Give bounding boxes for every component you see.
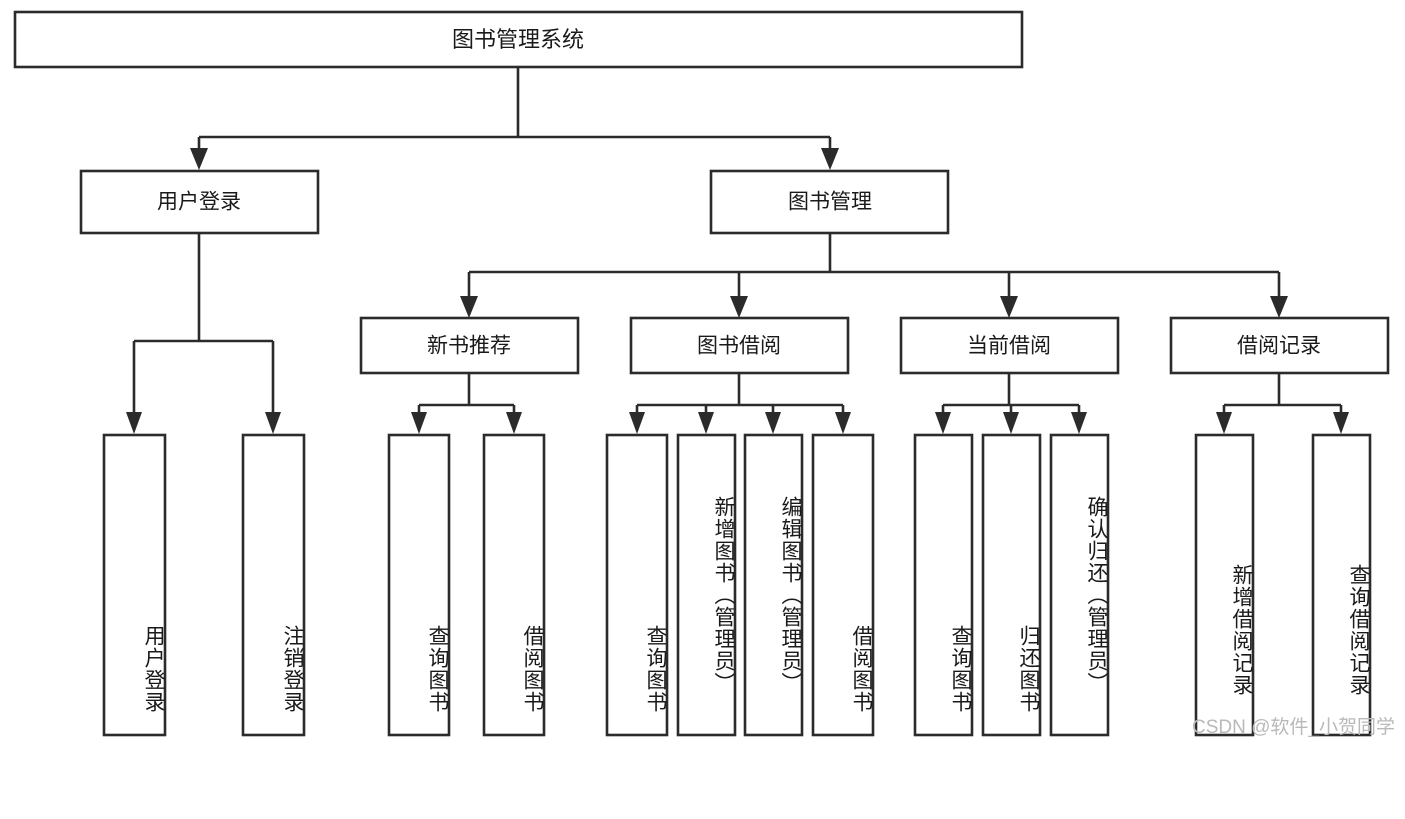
connector-group-user-login-to-leaves (126, 233, 281, 434)
node-book-borrow-box[interactable] (629, 316, 850, 375)
node-current-borrow-box[interactable] (899, 316, 1120, 375)
node-borrow-record-box[interactable] (1169, 316, 1390, 375)
leaf-box-query-book-3[interactable] (913, 433, 974, 737)
leaf-box-query-book-2[interactable] (605, 433, 669, 737)
leaf-box-confirm-return[interactable] (1049, 433, 1110, 737)
arrow-head-leaf-edit-book (765, 412, 781, 434)
node-current-borrow-label: 当前借阅 (967, 335, 1051, 358)
node-new-book-rec[interactable]: 新书推荐 (359, 316, 580, 375)
connector-group-book-manage-to-level3 (460, 233, 1288, 318)
node-user-login-box[interactable] (79, 169, 320, 235)
org-chart-svg: 图书管理系统 用户登录 图书管理 新书推荐 图书借阅 当前借阅 借阅记录 (13, 10, 1390, 737)
arrow-head-leaf-borrow-book-2 (835, 412, 851, 434)
arrow-head-leaf-user-logout (265, 412, 281, 434)
node-new-book-rec-label: 新书推荐 (427, 335, 511, 358)
arrow-head-leaf-add-book (698, 412, 714, 434)
connector-group-book-borrow-to-leaves (629, 373, 851, 434)
leaf-box-query-book-1[interactable] (387, 433, 451, 737)
arrow-head-user-login (190, 148, 208, 170)
node-user-login-label: 用户登录 (157, 191, 241, 214)
arrow-head-leaf-confirm-return (1071, 412, 1087, 434)
leaf-box-borrow-book-1[interactable] (482, 433, 546, 737)
arrow-head-leaf-query-book-2 (629, 412, 645, 434)
node-book-borrow-label: 图书借阅 (697, 335, 781, 358)
arrow-head-current-borrow (1000, 296, 1018, 318)
diagram-canvas-container: 图书管理系统 用户登录 图书管理 新书推荐 图书借阅 当前借阅 借阅记录 (13, 10, 1395, 738)
node-book-borrow[interactable]: 图书借阅 (629, 316, 850, 375)
leaf-box-add-book[interactable] (676, 433, 737, 737)
leaf-box-edit-book[interactable] (743, 433, 804, 737)
node-root[interactable]: 图书管理系统 (13, 10, 1024, 69)
connector-group-root-to-level2 (190, 67, 839, 170)
arrow-head-book-manage (821, 148, 839, 170)
node-book-manage-label: 图书管理 (788, 191, 872, 214)
node-root-label: 图书管理系统 (452, 27, 584, 52)
leaf-box-user-login[interactable] (102, 433, 167, 737)
arrow-head-leaf-query-book-1 (411, 412, 427, 434)
leaf-boxes-group (102, 433, 1372, 737)
arrow-head-leaf-borrow-book-1 (506, 412, 522, 434)
connector-group-current-borrow-to-leaves (935, 373, 1087, 434)
leaf-box-return-book[interactable] (981, 433, 1042, 737)
arrow-head-leaf-query-book-3 (935, 412, 951, 434)
watermark-text: CSDN @软件_小贺同学 (1192, 717, 1395, 738)
connector-group-new-book-rec-to-leaves (411, 373, 522, 434)
arrow-head-new-book-rec (460, 296, 478, 318)
node-new-book-rec-box[interactable] (359, 316, 580, 375)
leaf-box-user-logout[interactable] (241, 433, 306, 737)
arrow-head-leaf-query-record (1333, 412, 1349, 434)
node-borrow-record[interactable]: 借阅记录 (1169, 316, 1390, 375)
node-current-borrow[interactable]: 当前借阅 (899, 316, 1120, 375)
node-book-manage[interactable]: 图书管理 (709, 169, 950, 235)
arrow-head-leaf-return-book (1003, 412, 1019, 434)
arrow-head-book-borrow (730, 296, 748, 318)
leaf-box-borrow-book-2[interactable] (811, 433, 875, 737)
node-borrow-record-label: 借阅记录 (1237, 335, 1321, 358)
leaf-box-add-record[interactable] (1194, 433, 1255, 737)
node-root-box[interactable] (13, 10, 1024, 69)
connector-group-borrow-record-to-leaves (1216, 373, 1349, 434)
arrow-head-leaf-user-login (126, 412, 142, 434)
leaf-box-query-record[interactable] (1311, 433, 1372, 737)
arrow-head-borrow-record (1270, 296, 1288, 318)
arrow-head-leaf-add-record (1216, 412, 1232, 434)
node-book-manage-box[interactable] (709, 169, 950, 235)
node-user-login[interactable]: 用户登录 (79, 169, 320, 235)
